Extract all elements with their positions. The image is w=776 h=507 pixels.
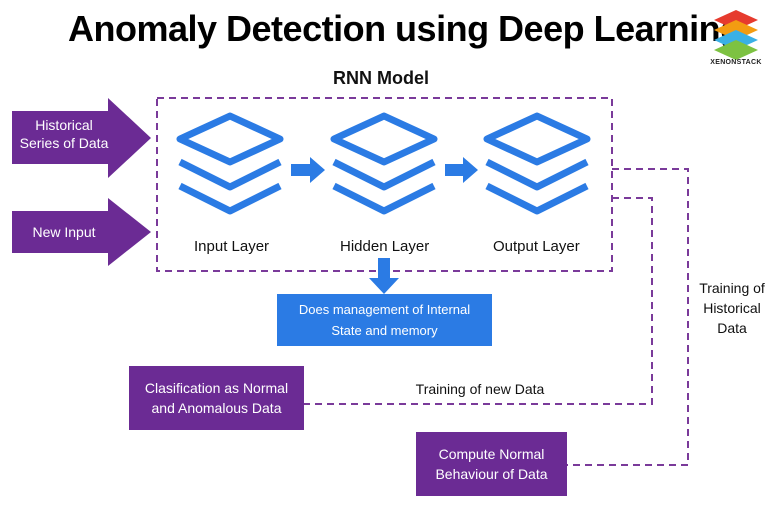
new-input-label: New Input	[32, 224, 96, 240]
classification-box: Clasification as Normal and Anomalous Da…	[129, 366, 304, 430]
training-historical-dashed-line	[567, 168, 689, 466]
hidden-layer-label: Hidden Layer	[340, 238, 430, 255]
historical-input-arrow	[12, 98, 151, 178]
input-layer-stack-icon	[176, 112, 284, 215]
rnn-model-label: RNN Model	[333, 68, 429, 88]
hidden-to-output-arrow	[445, 157, 478, 183]
compute-normal-box: Compute Normal Behaviour of Data	[416, 432, 567, 496]
output-layer-label: Output Layer	[493, 238, 580, 255]
internal-state-box: Does management of Internal State and me…	[277, 294, 492, 346]
hidden-layer-stack-icon	[330, 112, 438, 215]
output-layer-stack-icon	[483, 112, 591, 215]
logo-text: XENONSTACK	[710, 59, 762, 66]
training-historical-data-label: Training of Historical Data	[699, 280, 765, 336]
historical-input-label: Historical Series of Data	[19, 117, 109, 151]
new-input-arrow	[12, 198, 151, 266]
page-title: Anomaly Detection using Deep Learning	[68, 8, 742, 49]
training-new-dashed-line	[304, 197, 653, 405]
input-layer-label: Input Layer	[194, 238, 270, 255]
xenonstack-logo-icon	[714, 10, 758, 60]
training-new-data-label: Training of new Data	[415, 381, 545, 397]
input-to-hidden-arrow	[291, 157, 325, 183]
hidden-to-state-arrow	[369, 258, 399, 294]
